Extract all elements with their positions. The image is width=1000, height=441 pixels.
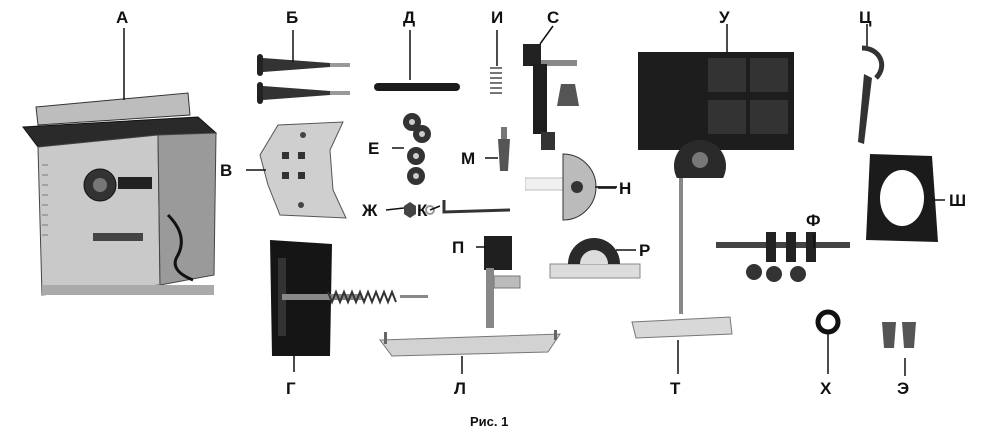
spring <box>490 67 502 94</box>
label-S: С <box>547 8 560 27</box>
clamp-bar-with-knobs <box>716 232 850 282</box>
guard-tray <box>379 330 561 357</box>
label-K: К <box>417 201 428 220</box>
spindle-moulder-machine <box>22 92 218 296</box>
label-F: Ф <box>806 211 821 230</box>
pivot-pin <box>498 127 510 171</box>
label-D: Д <box>403 8 416 27</box>
nut-and-washer <box>404 202 435 218</box>
label-A: А <box>116 8 129 27</box>
push-stick <box>631 174 733 339</box>
collets <box>882 322 916 348</box>
label-V: В <box>220 161 233 180</box>
label-Kh: Х <box>820 379 832 398</box>
spindle-rod <box>374 83 460 91</box>
top-guard-assembly <box>638 52 794 178</box>
spanner-wrench <box>858 45 885 144</box>
label-U: У <box>719 8 730 27</box>
table-insert-plate <box>866 154 938 242</box>
guide-rods <box>257 54 350 104</box>
label-I: И <box>491 8 504 27</box>
angle-guide <box>549 238 641 279</box>
hex-key <box>442 200 511 214</box>
label-M: М <box>461 149 476 168</box>
spindle-guard-box <box>270 240 428 356</box>
label-Ts: Ц <box>859 8 872 27</box>
label-E2: Э <box>897 379 910 398</box>
label-Sh: Ш <box>949 191 967 210</box>
fence-bracket-plate <box>259 121 347 219</box>
label-L: Л <box>454 379 466 398</box>
label-N: Н <box>619 179 632 198</box>
label-Zh: Ж <box>362 201 378 220</box>
label-E: Е <box>368 139 380 158</box>
label-P: П <box>452 238 465 257</box>
fence-holder <box>484 236 521 328</box>
spacer-rings <box>403 113 431 185</box>
label-G: Г <box>286 379 296 398</box>
hold-down-clamp <box>523 44 579 150</box>
label-T: Т <box>670 379 681 398</box>
figure-caption: Рис. 1 <box>470 414 509 429</box>
mitre-protractor <box>525 153 617 221</box>
label-R: Р <box>639 241 651 260</box>
label-B: Б <box>286 8 299 27</box>
